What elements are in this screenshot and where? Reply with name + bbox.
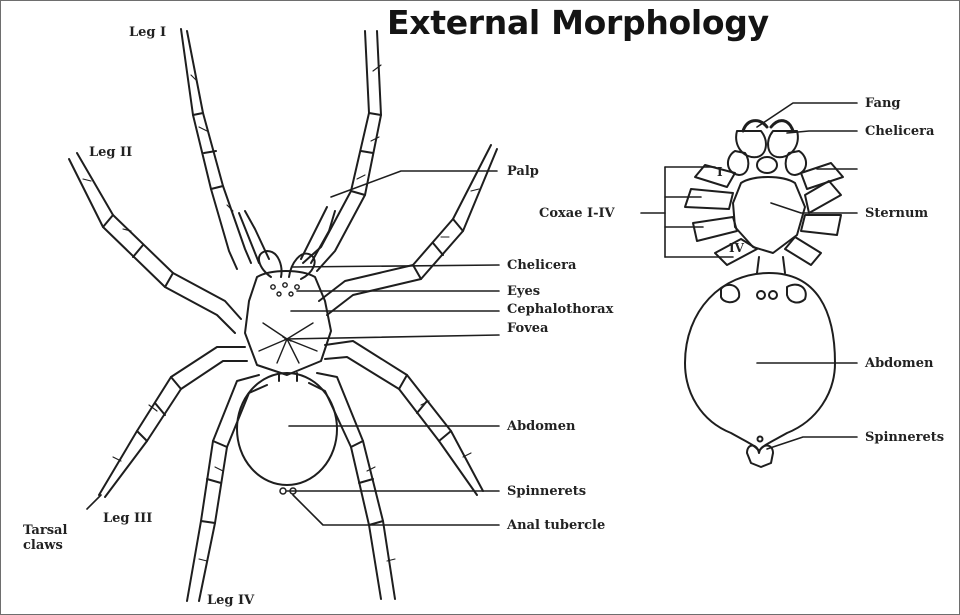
leg-3-left [99,347,247,497]
label-spinnerets: Spinnerets [507,484,586,499]
fangs [743,121,793,131]
dorsal-leader-lines [87,171,499,525]
leg-1-right [303,31,381,271]
label-ventral-chelicera: Chelicera [865,124,934,139]
leg-1-left [181,29,251,269]
label-fang: Fang [865,96,900,111]
palps [239,207,335,263]
label-palp: Palp [507,164,539,179]
leg-3-right [325,341,483,495]
label-ventral-abdomen: Abdomen [865,356,933,371]
mouthparts [728,151,806,175]
label-fovea: Fovea [507,321,548,336]
label-sternum: Sternum [865,206,928,221]
coxae-right [785,163,843,265]
coxa-numeral-fourth: IV [729,241,744,256]
coxa-numeral-first: I [717,165,723,180]
leg-4-left [187,375,267,601]
ventral-pedicel [757,257,785,273]
ventral-spinnerets [747,437,773,468]
label-leg-4: Leg IV [207,593,254,608]
leg-4-right [309,373,395,599]
label-coxae: Coxae I-IV [539,206,615,221]
label-abdomen: Abdomen [507,419,575,434]
label-leg-3: Leg III [103,511,152,526]
diagram-title: External Morphology [387,3,769,42]
book-lungs [721,285,806,303]
fovea-grooves [259,323,317,363]
abdomen-outline [237,373,337,485]
label-tarsal-claws: Tarsal claws [23,523,67,553]
label-leg-1: Leg I [129,25,166,40]
label-cephalothorax: Cephalothorax [507,302,613,317]
label-anal-tubercle: Anal tubercle [507,518,605,533]
label-leg-2: Leg II [89,145,132,160]
eye-cluster [271,283,299,296]
leg-2-left [69,153,241,333]
label-ventral-spinnerets: Spinnerets [865,430,944,445]
cephalothorax-outline [245,271,331,375]
label-eyes: Eyes [507,284,540,299]
ventral-spider [641,103,857,467]
leg-setae [83,65,479,561]
label-chelicera: Chelicera [507,258,576,273]
